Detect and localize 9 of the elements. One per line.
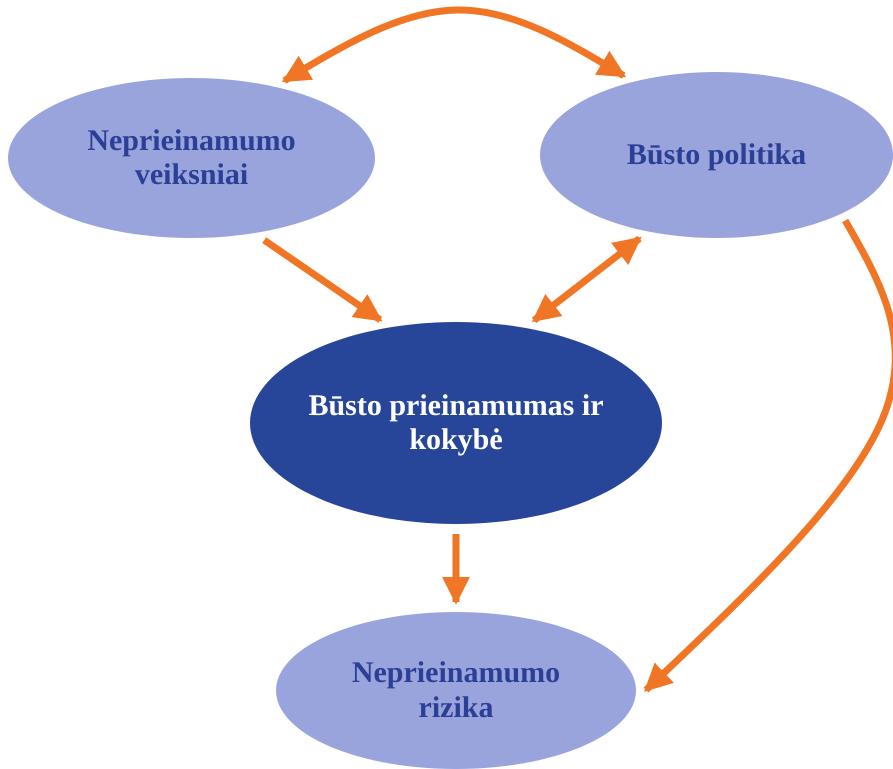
node-label: Neprieinamumo veiksniai [86,124,297,192]
arrow [532,236,642,324]
node-label: Būsto prieinamumas ir kokybė [307,388,605,458]
arrow [442,534,470,605]
node-label: Neprieinamumo rizika [350,656,562,725]
arrow [262,237,383,323]
node-label: Būsto politika [626,138,806,172]
arrow [282,6,626,84]
arrow [644,218,893,693]
